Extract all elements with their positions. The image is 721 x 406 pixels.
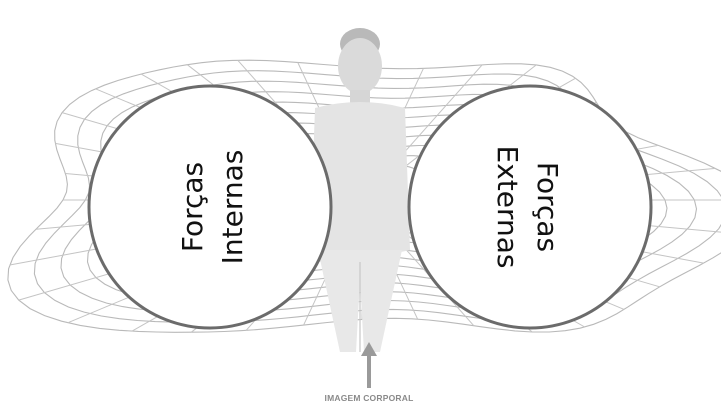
external-forces-label-line1: Forças — [531, 162, 564, 252]
internal-forces-circle — [89, 86, 331, 328]
external-forces-label-line2: Externas — [491, 146, 524, 269]
figure-neck — [350, 90, 370, 104]
internal-forces-label-line2: Internas — [216, 150, 249, 265]
figure-head — [338, 38, 382, 94]
internal-forces-label-line1: Forças — [176, 162, 209, 252]
external-forces-circle — [409, 86, 651, 328]
body-image-caption: IMAGEM CORPORAL — [325, 393, 414, 403]
